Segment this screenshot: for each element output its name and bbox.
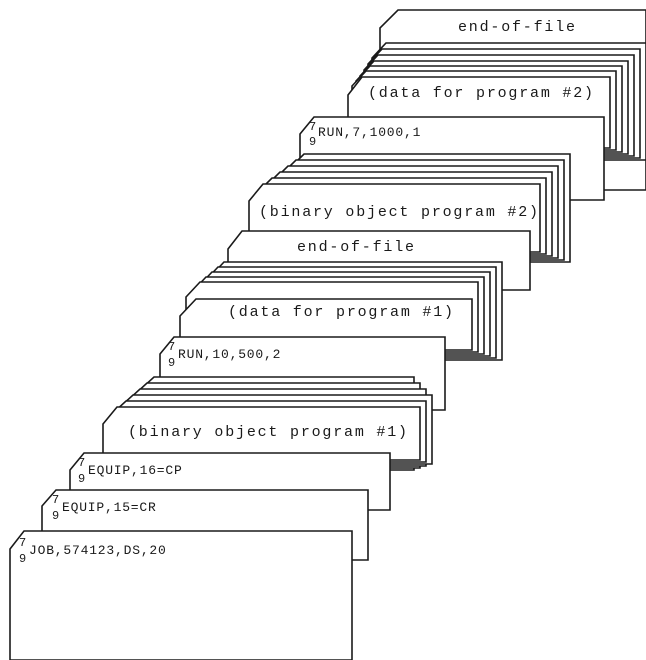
- run1-text: RUN,10,500,2: [178, 347, 281, 362]
- equip-cr-row7: 7: [52, 493, 59, 507]
- run2-row9: 9: [309, 135, 316, 149]
- equip-cr-text: EQUIP,15=CR: [62, 500, 157, 515]
- run1-row9: 9: [168, 356, 175, 370]
- equip-cp-row9: 9: [78, 472, 85, 486]
- job-row9: 9: [19, 552, 26, 566]
- job-row7: 7: [19, 536, 26, 550]
- equip-cp-text: EQUIP,16=CP: [88, 463, 183, 478]
- eof-label-top: end-of-file: [458, 19, 577, 36]
- equip-cp-row7: 7: [78, 456, 85, 470]
- binary2-label: (binary object program #2): [259, 204, 540, 221]
- job-card: [9, 530, 353, 660]
- eof-label-mid: end-of-file: [297, 239, 416, 256]
- run2-row7: 7: [309, 120, 316, 134]
- job-text: JOB,574123,DS,20: [29, 543, 167, 558]
- data2-label: (data for program #2): [368, 85, 595, 102]
- data1-label: (data for program #1): [228, 304, 455, 321]
- equip-cr-row9: 9: [52, 509, 59, 523]
- run1-row7: 7: [168, 340, 175, 354]
- run2-text: RUN,7,1000,1: [318, 125, 421, 140]
- binary1-label: (binary object program #1): [128, 424, 409, 441]
